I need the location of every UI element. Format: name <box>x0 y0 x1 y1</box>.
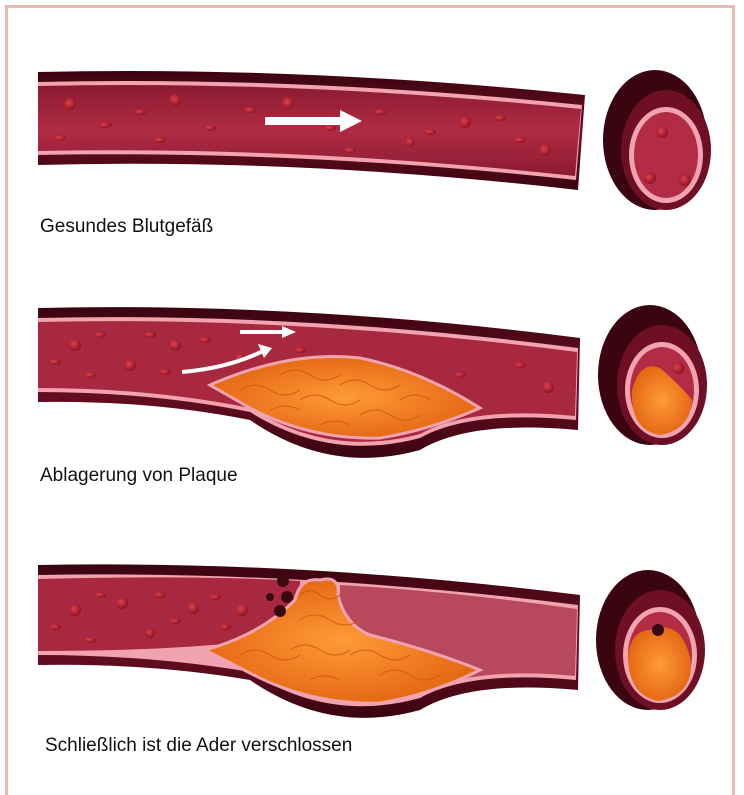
plaque-vessel-panel: Ablagerung von Plaque <box>0 290 744 510</box>
healthy-cross-section <box>603 70 711 210</box>
occluded-vessel-panel: Schließlich ist die Ader verschlossen <box>0 555 744 780</box>
occluded-cross-section <box>596 570 705 710</box>
healthy-vessel-panel: Gesundes Blutgefäß <box>0 0 744 260</box>
caption-plaque: Ablagerung von Plaque <box>40 465 238 487</box>
caption-healthy: Gesundes Blutgefäß <box>40 216 213 238</box>
caption-occluded: Schließlich ist die Ader verschlossen <box>45 735 352 757</box>
plaque-cross-section <box>598 305 707 445</box>
